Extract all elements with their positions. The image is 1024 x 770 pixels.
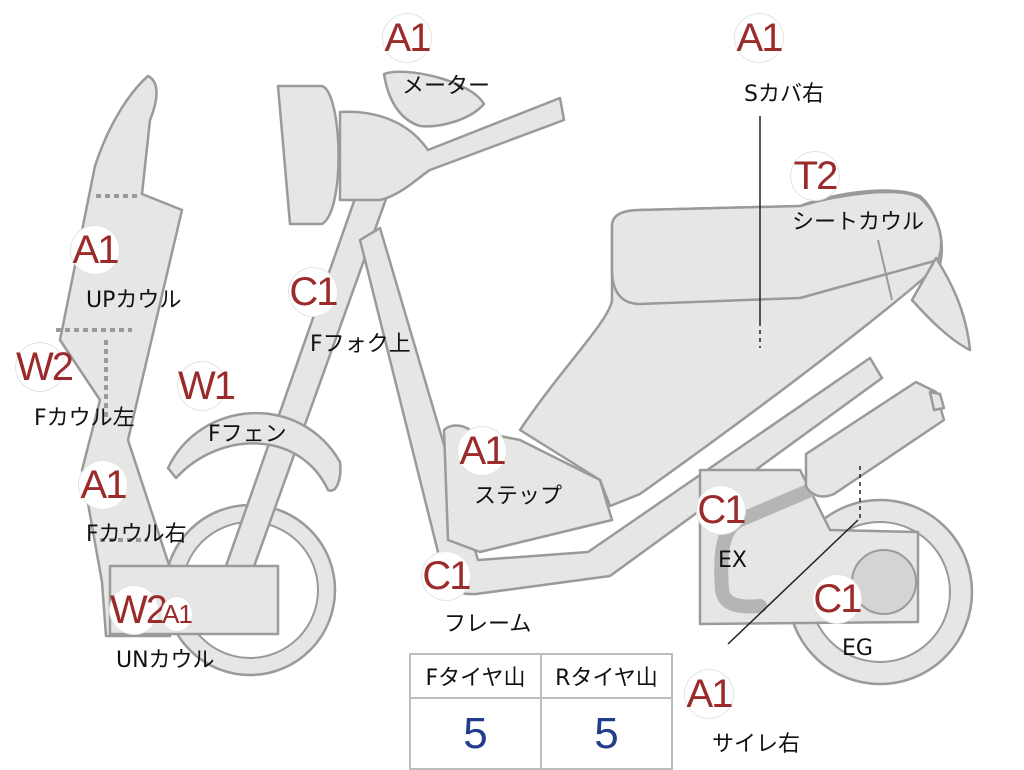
- engine-hub: [851, 549, 917, 615]
- grade-step: A1: [458, 427, 506, 475]
- label-front-cowl-left: Fカウル左: [34, 406, 135, 431]
- headlight: [276, 84, 340, 226]
- label-upper-cowl: UPカウル: [86, 288, 182, 313]
- grade-frame: C1: [422, 552, 472, 600]
- rear-tire-value: 5: [540, 697, 673, 770]
- grade-side-cover-right: A1: [735, 14, 783, 62]
- label-engine: EG: [842, 636, 873, 661]
- grade-meter: A1: [383, 14, 431, 62]
- leader-silencer: [727, 519, 859, 645]
- label-under-cowl: UNカウル: [116, 648, 215, 673]
- grade-front-cowl-left: W2: [16, 343, 74, 391]
- label-exhaust: EX: [718, 548, 747, 573]
- label-meter: メーター: [402, 74, 491, 99]
- label-front-fender: Fフェン: [208, 422, 287, 447]
- grade-engine: C1: [813, 575, 863, 623]
- label-front-cowl-right: Fカウル右: [86, 522, 187, 547]
- rear-tire-header: Rタイヤ山: [540, 653, 673, 699]
- front-tire-header: Fタイヤ山: [409, 653, 542, 699]
- label-frame: フレーム: [444, 612, 532, 637]
- handlebar: [338, 96, 566, 202]
- front-tire-value: 5: [409, 697, 542, 770]
- label-front-fork-upper: Fフォク上: [310, 332, 411, 357]
- grade-upper-cowl: A1: [71, 226, 119, 274]
- seat-cowl-seam: [877, 239, 893, 301]
- label-step: ステップ: [474, 484, 563, 509]
- meter: [382, 70, 486, 128]
- grade-under-cowl: W2: [110, 586, 168, 634]
- front-fender: [166, 411, 342, 492]
- label-side-cover-right: Sカバ右: [744, 82, 824, 107]
- seat-cowl-tail: [910, 256, 972, 352]
- seat: [610, 190, 943, 306]
- front-cowl: [58, 74, 184, 638]
- tire-tread-table: Fタイヤ山 Rタイヤ山 5 5: [409, 653, 673, 770]
- grade-exhaust: C1: [697, 486, 747, 534]
- grade-front-cowl-right: A1: [79, 461, 127, 509]
- muffler-tip: [928, 390, 946, 412]
- grade-seat-cowl: T2: [791, 152, 839, 200]
- label-seat-cowl: シートカウル: [792, 210, 925, 235]
- grade-silencer-right: A1: [685, 670, 733, 718]
- grade-front-fork-upper: C1: [289, 268, 339, 316]
- grade-under-cowl-secondary: A1: [162, 597, 193, 631]
- label-silencer-right: サイレ右: [712, 732, 801, 757]
- grade-front-fender: W1: [178, 362, 236, 410]
